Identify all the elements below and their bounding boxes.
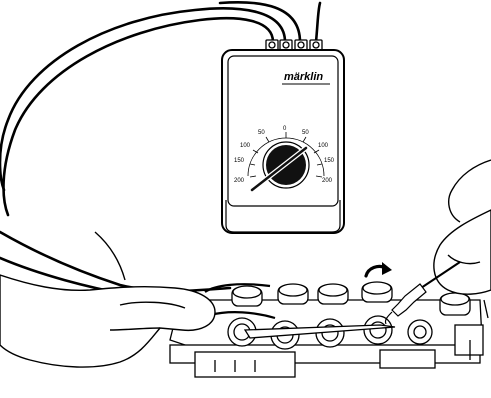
dial-label-200-right: 200 bbox=[322, 178, 333, 184]
controller-box: märklin 0 50 50 100 100 150 150 200 200 bbox=[222, 40, 344, 233]
dial-label-50-right: 50 bbox=[302, 130, 309, 136]
curved-arrow-icon bbox=[366, 262, 392, 276]
locomotive-chassis bbox=[170, 282, 488, 377]
dial-label-100-left: 100 bbox=[240, 143, 251, 149]
dial-label-100-right: 100 bbox=[318, 143, 329, 149]
dial-label-150-right: 150 bbox=[324, 158, 335, 164]
dial-label-150-left: 150 bbox=[234, 158, 245, 164]
brand-logo: märklin bbox=[284, 71, 323, 83]
dial-label-50-left: 50 bbox=[258, 130, 265, 136]
dial-label-200-left: 200 bbox=[234, 178, 245, 184]
